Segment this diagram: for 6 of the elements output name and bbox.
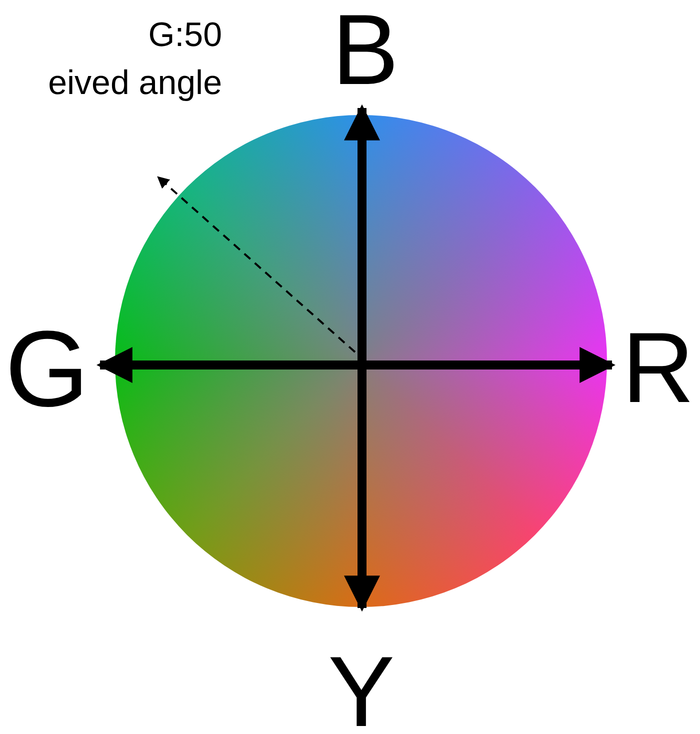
axis-label: Y [328,642,395,734]
axis-label: G [5,315,90,423]
axis-label: B [332,0,399,100]
annotation-text: eived angle [48,66,222,100]
axis-label: R [622,318,694,418]
annotation-text: G:50 [148,18,222,52]
